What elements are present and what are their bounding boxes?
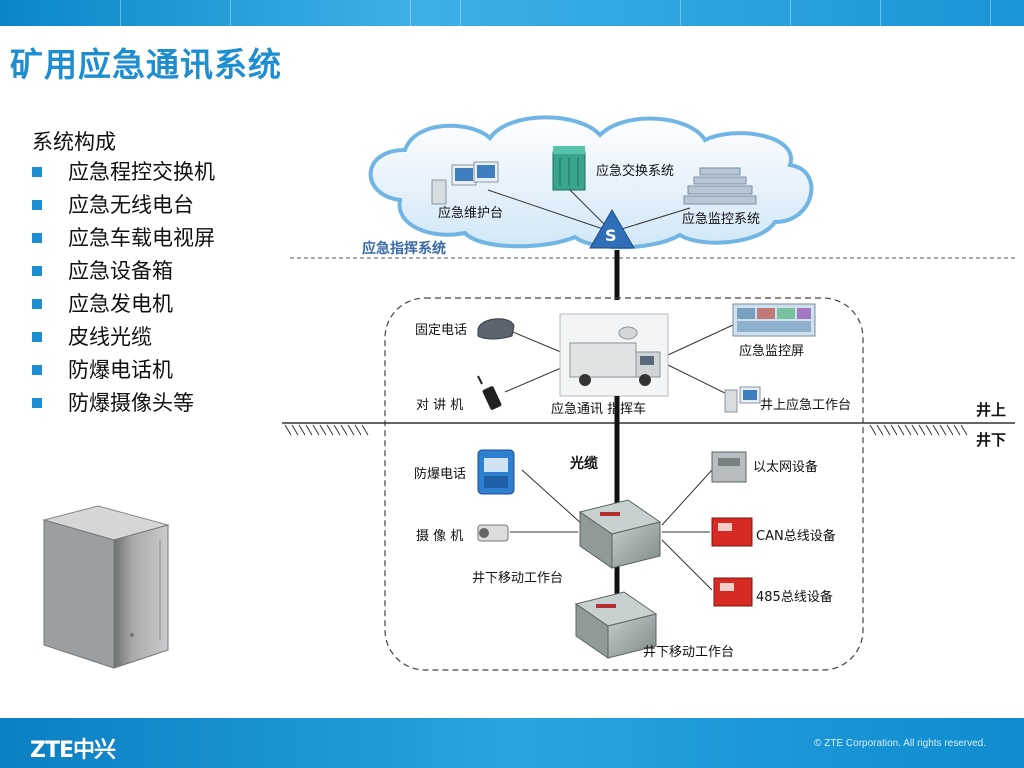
- label-monitor-screen: 应急监控屏: [739, 343, 804, 359]
- label-explosion-phone: 防爆电话: [414, 466, 466, 482]
- square-bullet-icon: [32, 200, 42, 210]
- surface-links: [504, 324, 736, 399]
- workstation-icon: [724, 386, 761, 413]
- slide-title: 矿用应急通讯系统: [10, 45, 282, 84]
- telephone-icon: [477, 318, 515, 340]
- label-surface-workstation: 井上应急工作台: [760, 397, 851, 413]
- walkie-talkie-icon: [477, 375, 502, 410]
- square-bullet-icon: [32, 266, 42, 276]
- computer-icon: [431, 161, 499, 205]
- square-bullet-icon: [32, 332, 42, 342]
- label-fiber: 光缆: [569, 455, 598, 472]
- label-ethernet: 以太网设备: [753, 459, 818, 475]
- ethernet-device-icon: [711, 451, 747, 483]
- command-cloud: [368, 115, 814, 250]
- square-bullet-icon: [32, 167, 42, 177]
- label-walkie-talkie: 对 讲 机: [416, 398, 463, 413]
- mobile-workstation-box-1: [578, 499, 662, 569]
- label-command-vehicle: 应急通讯 指挥车: [551, 401, 646, 417]
- command-vehicle-icon: [559, 313, 669, 397]
- label-above-ground: 井上: [976, 401, 1006, 419]
- label-below-ground: 井下: [976, 431, 1006, 449]
- square-bullet-icon: [32, 365, 42, 375]
- square-bullet-icon: [32, 233, 42, 243]
- label-maintenance: 应急维护台: [438, 205, 503, 221]
- label-switch-system: 应急交换系统: [596, 163, 674, 179]
- square-bullet-icon: [32, 398, 42, 408]
- monitor-system-icon: [683, 167, 757, 205]
- label-monitor-system: 应急监控系统: [682, 211, 760, 227]
- underground-links: [510, 469, 713, 591]
- rs485-device-icon: [713, 577, 753, 607]
- label-can-bus: CAN总线设备: [756, 528, 836, 544]
- system-diagram: S 应急维护台 应急交换系统 应急监控系统 应急指挥系统 井上 井下: [42, 115, 1015, 671]
- square-bullet-icon: [32, 299, 42, 309]
- equipment-cabinet-image: [42, 505, 170, 669]
- copyright-text: © ZTE Corporation. All rights reserved.: [814, 738, 986, 749]
- can-bus-device-icon: [711, 517, 753, 547]
- field-region: [384, 297, 864, 671]
- router-icon: S: [487, 189, 691, 249]
- label-command-system: 应急指挥系统: [362, 240, 446, 257]
- label-rs485: 485总线设备: [756, 589, 833, 605]
- label-mobile-workstation-1: 井下移动工作台: [472, 571, 563, 586]
- footer-bar: ZTE中兴 © ZTE Corporation. All rights rese…: [0, 718, 1024, 768]
- label-fixed-phone: 固定电话: [415, 323, 467, 338]
- explosion-proof-phone-icon: [477, 449, 515, 495]
- monitor-screen-icon: [732, 303, 816, 337]
- mobile-workstation-box-2: [574, 591, 658, 659]
- zte-logo: ZTE中兴: [30, 738, 116, 763]
- label-mobile-workstation-2: 井下移动工作台: [643, 645, 734, 660]
- server-icon: [552, 146, 586, 191]
- list-heading: 系统构成: [32, 130, 116, 154]
- camera-icon: [477, 524, 509, 542]
- svg-text:S: S: [605, 226, 617, 245]
- label-camera: 摄 像 机: [416, 529, 463, 544]
- ground-line: [282, 422, 1015, 436]
- top-banner: [0, 0, 1024, 26]
